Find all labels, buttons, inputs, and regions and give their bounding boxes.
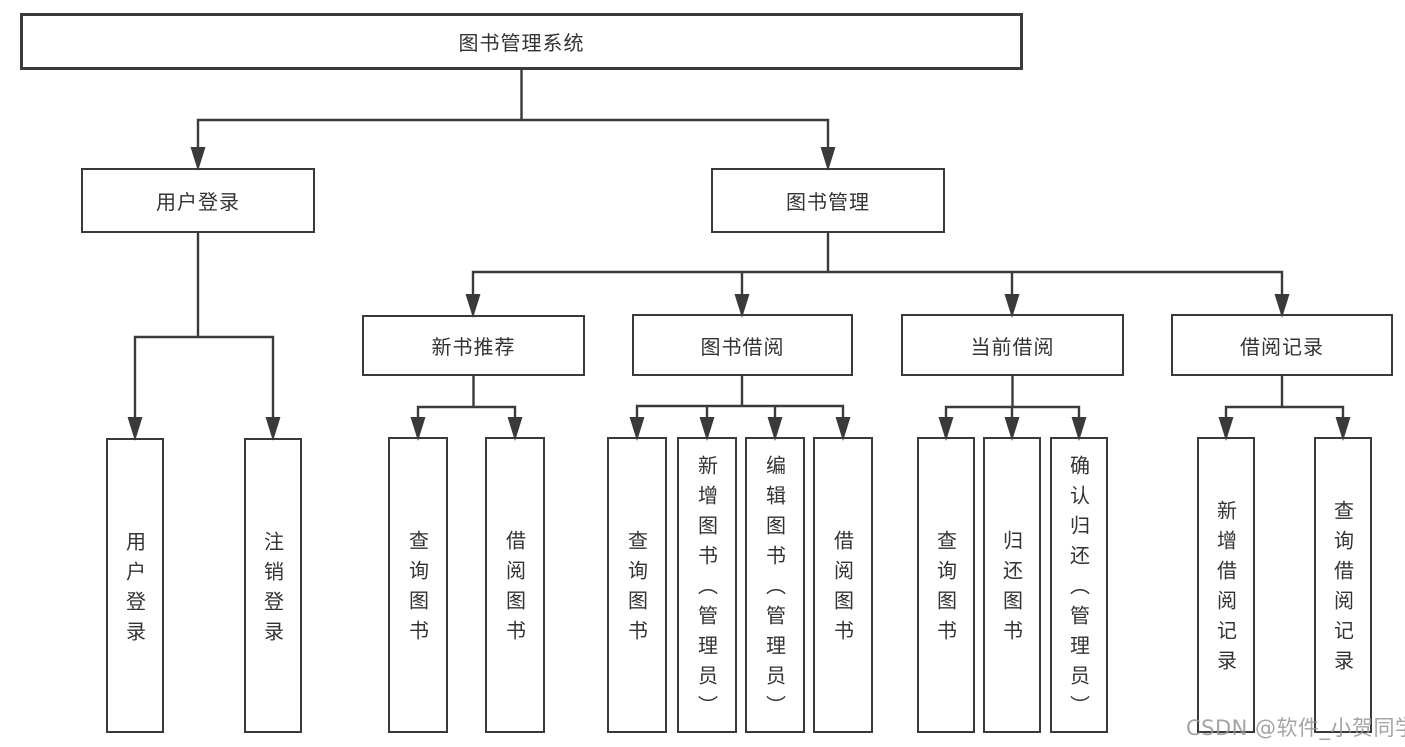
node-add-borrow-record: 新增借阅记录 bbox=[1197, 437, 1255, 733]
node-label: 查询图书 bbox=[933, 530, 958, 650]
node-query-books: 查询图书 bbox=[917, 437, 975, 733]
connector-group1-leaves bbox=[410, 376, 523, 441]
node-user-login-leaf: 用户登录 bbox=[106, 438, 164, 733]
node-label: 注销登录 bbox=[260, 530, 285, 651]
node-user-login: 用户登录 bbox=[81, 168, 315, 233]
node-label: 用户登录 bbox=[122, 530, 147, 651]
node-query-books: 查询图书 bbox=[607, 437, 667, 733]
node-label: 新增图书（管理员） bbox=[694, 455, 719, 725]
node-label: 新增借阅记录 bbox=[1213, 500, 1238, 680]
node-label: 借阅图书 bbox=[830, 530, 855, 650]
node-borrow-records: 借阅记录 bbox=[1171, 314, 1393, 376]
node-borrow-books: 借阅图书 bbox=[485, 437, 545, 733]
node-current-borrowing: 当前借阅 bbox=[901, 314, 1124, 376]
node-book-borrowing: 图书借阅 bbox=[632, 314, 853, 376]
node-return-book: 归还图书 bbox=[983, 437, 1041, 733]
node-confirm-return-admin: 确认归还（管理员） bbox=[1050, 437, 1108, 733]
node-query-books: 查询图书 bbox=[388, 437, 448, 733]
node-label: 查询借阅记录 bbox=[1330, 500, 1355, 680]
connector-group3-leaves bbox=[938, 376, 1087, 441]
connector-group4-leaves bbox=[1218, 376, 1351, 441]
node-label: 查询图书 bbox=[624, 530, 649, 650]
connector-login-leaves bbox=[127, 233, 281, 441]
node-label: 确认归还（管理员） bbox=[1066, 455, 1091, 725]
connector-root-level2 bbox=[190, 70, 836, 171]
node-new-book-recommend: 新书推荐 bbox=[362, 315, 585, 376]
node-label: 借阅图书 bbox=[502, 530, 527, 650]
node-query-borrow-record: 查询借阅记录 bbox=[1314, 437, 1372, 733]
connector-group2-leaves bbox=[629, 376, 851, 441]
node-label: 归还图书 bbox=[999, 530, 1024, 650]
node-label: 查询图书 bbox=[405, 530, 430, 650]
node-label: 编辑图书（管理员） bbox=[762, 455, 787, 725]
node-borrow-books: 借阅图书 bbox=[813, 437, 873, 733]
node-root: 图书管理系统 bbox=[20, 13, 1023, 70]
node-add-book-admin: 新增图书（管理员） bbox=[677, 437, 737, 733]
node-logout-leaf: 注销登录 bbox=[244, 438, 302, 733]
node-book-management: 图书管理 bbox=[711, 168, 945, 233]
node-edit-book-admin: 编辑图书（管理员） bbox=[745, 437, 805, 733]
watermark: CSDN @软件_小贺同学 bbox=[1186, 716, 1405, 740]
connector-mgmt-level3 bbox=[465, 233, 1290, 318]
